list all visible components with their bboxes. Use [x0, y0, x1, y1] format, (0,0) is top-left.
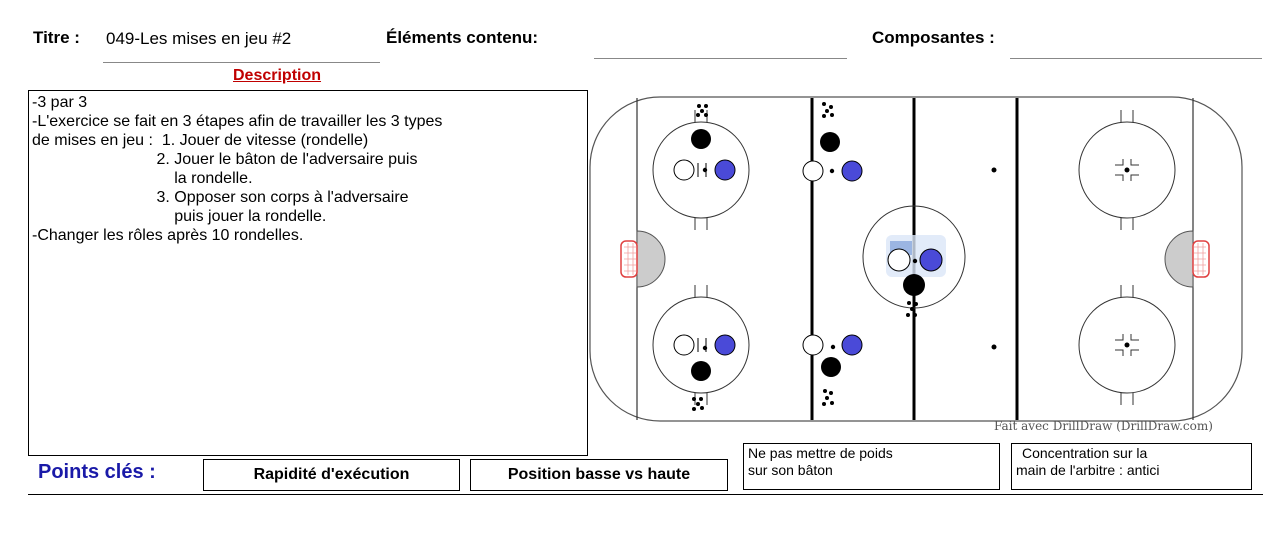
- description-line: puis jouer la rondelle.: [32, 208, 327, 225]
- faceoff-dot: [1124, 167, 1130, 173]
- title-label: Titre :: [33, 28, 80, 47]
- key-point-text: Concentration sur la: [1022, 445, 1148, 461]
- description-line: -L'exercice se fait en 3 étapes afin de …: [32, 113, 443, 130]
- cone-group: [696, 104, 708, 117]
- puck: [912, 258, 918, 264]
- drill-neutral-bottom: [802, 334, 863, 406]
- player-white: [673, 159, 695, 181]
- description-line: 2. Jouer le bâton de l'adversaire puis: [32, 151, 418, 168]
- key-point-text: Ne pas mettre de poids: [748, 445, 893, 461]
- description-line: de mises en jeu : 1. Jouer de vitesse (r…: [32, 132, 369, 149]
- elements-field[interactable]: [594, 26, 847, 59]
- crease-left: [636, 230, 666, 288]
- faceoff-dot: [1124, 342, 1130, 348]
- player-blue: [841, 334, 863, 356]
- player-white: [802, 160, 824, 182]
- cone-group: [692, 397, 704, 411]
- title-value: 049-Les mises en jeu #2: [106, 29, 292, 48]
- player-white: [673, 334, 695, 356]
- player-blue: [919, 248, 943, 272]
- key-point-text: Position basse vs haute: [507, 466, 691, 483]
- player-white: [802, 334, 824, 356]
- player-blue: [714, 159, 736, 181]
- puck: [702, 345, 708, 351]
- faceoff-dot: [991, 344, 997, 350]
- puck: [829, 168, 835, 174]
- player-black: [903, 274, 925, 296]
- composantes-field[interactable]: [1010, 26, 1262, 59]
- description-box[interactable]: -3 par 3 -L'exercice se fait en 3 étapes…: [28, 90, 588, 456]
- faceoff-circle-left-top: [652, 121, 750, 219]
- crease-right: [1164, 230, 1194, 288]
- rink-diagram: [589, 96, 1243, 422]
- player-black: [691, 129, 711, 149]
- player-black: [691, 361, 711, 381]
- drilldraw-credit: Fait avec DrillDraw (DrillDraw.com): [994, 419, 1213, 433]
- drill-left-top: [673, 104, 736, 181]
- drill-center: [886, 235, 946, 317]
- hash-marks-right: [1120, 110, 1134, 405]
- key-point-text: main de l'arbitre : antici: [1016, 462, 1160, 478]
- puck: [830, 344, 836, 350]
- net-mesh-right: [1194, 243, 1206, 275]
- player-black: [821, 357, 841, 377]
- player-white: [887, 248, 911, 272]
- drill-neutral-top: [802, 102, 863, 182]
- title-field[interactable]: 049-Les mises en jeu #2: [103, 26, 380, 63]
- key-point-item[interactable]: Concentration sur la main de l'arbitre :…: [1011, 443, 1252, 490]
- cone-group: [822, 389, 834, 406]
- key-point-item[interactable]: Position basse vs haute: [470, 459, 728, 491]
- faceoff-circle-left-bottom: [652, 296, 750, 394]
- description-heading: Description: [233, 67, 322, 84]
- footer-divider: [28, 494, 1263, 495]
- cone-group: [906, 301, 918, 317]
- description-line: -3 par 3: [32, 94, 88, 111]
- cone-group: [822, 102, 834, 118]
- key-point-item[interactable]: Rapidité d'exécution: [203, 459, 460, 491]
- key-points-label: Points clés :: [38, 461, 156, 483]
- faceoff-markings-right-bottom: [1115, 334, 1139, 356]
- center-circle: [862, 205, 966, 309]
- key-point-item[interactable]: Ne pas mettre de poids sur son bâton: [743, 443, 1000, 490]
- player-blue: [714, 334, 736, 356]
- composantes-label: Composantes :: [872, 28, 995, 47]
- elements-label: Éléments contenu:: [386, 28, 539, 47]
- puck: [702, 167, 708, 173]
- key-point-text: sur son bâton: [748, 462, 833, 478]
- player-black: [820, 132, 840, 152]
- faceoff-markings-right-top: [1115, 159, 1139, 181]
- drill-left-bottom: [673, 334, 736, 411]
- description-line: 3. Opposer son corps à l'adversaire: [32, 189, 409, 206]
- description-line: la rondelle.: [32, 170, 253, 187]
- faceoff-circle-right-top: [1078, 121, 1176, 219]
- faceoff-circle-right-bottom: [1078, 296, 1176, 394]
- player-blue: [841, 160, 863, 182]
- net-mesh-left: [624, 243, 636, 275]
- faceoff-dot: [991, 167, 997, 173]
- key-point-text: Rapidité d'exécution: [253, 466, 410, 483]
- description-line: -Changer les rôles après 10 rondelles.: [32, 227, 304, 244]
